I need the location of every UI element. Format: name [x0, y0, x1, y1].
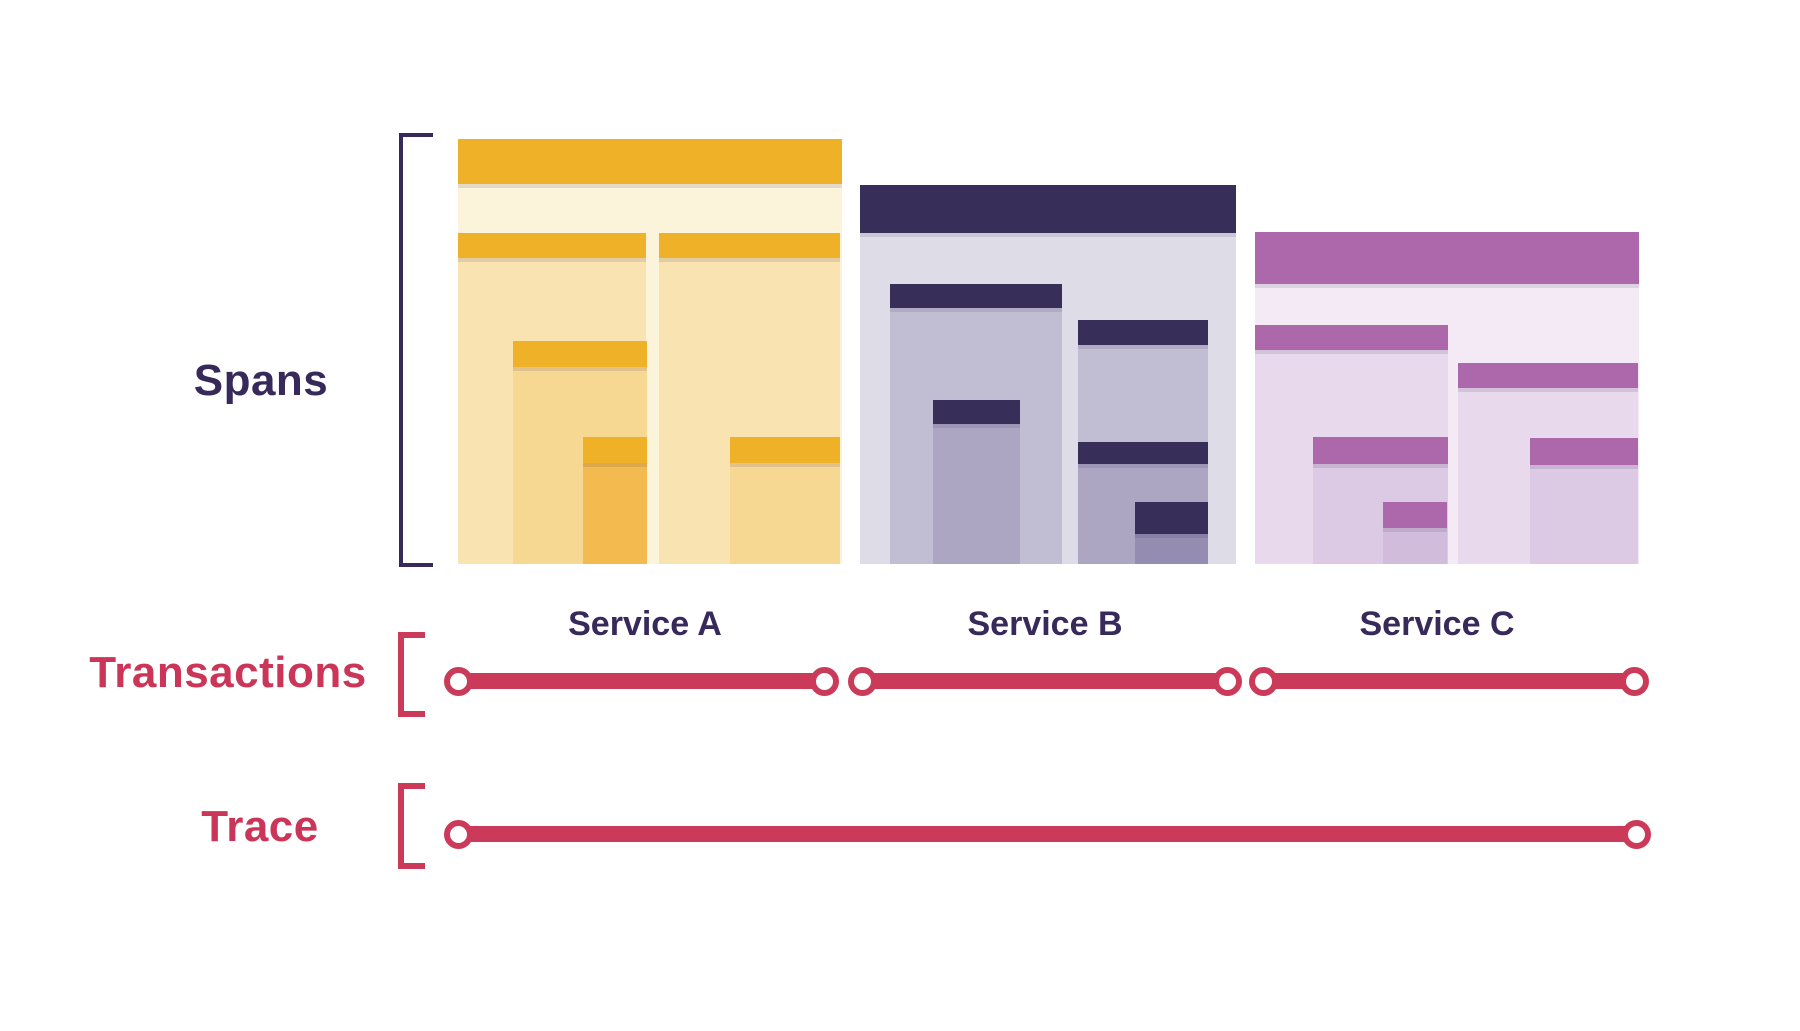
service-a-span-bar — [730, 437, 840, 463]
service-b-span-bar — [1078, 320, 1208, 345]
service-b-span-body — [1135, 534, 1208, 564]
service-a-label: Service A — [568, 605, 722, 643]
transaction-endpoint-circle — [1212, 666, 1242, 696]
trace-line — [458, 826, 1636, 842]
service-c-span-bar — [1530, 438, 1638, 465]
service-c-span-bar — [1313, 437, 1448, 464]
service-b-span-body — [933, 424, 1020, 564]
transaction-line — [458, 673, 824, 689]
service-b-label: Service B — [967, 605, 1123, 643]
service-a-span-body — [583, 463, 647, 564]
transaction-endpoint-circle — [1619, 666, 1649, 696]
transaction-line — [1263, 673, 1634, 689]
service-c-span-bar — [1255, 232, 1639, 284]
trace-endpoint-circle — [443, 819, 473, 849]
service-b-span-bar — [1135, 502, 1208, 534]
transaction-endpoint-circle — [443, 666, 473, 696]
transactions-label: Transactions — [89, 648, 367, 697]
service-b-span-bar — [933, 400, 1020, 424]
service-a-span-body — [730, 463, 840, 564]
transaction-endpoint-circle — [809, 666, 839, 696]
service-b-span-bar — [860, 185, 1236, 233]
spans-label: Spans — [193, 356, 329, 405]
service-b-span-bar — [890, 284, 1062, 308]
spans-bracket — [399, 133, 433, 567]
service-a-span-bar — [458, 139, 842, 184]
service-b-span-bar — [1078, 442, 1208, 464]
service-c-span-bar — [1383, 502, 1447, 528]
transaction-line — [862, 673, 1227, 689]
transactions-bracket — [398, 632, 425, 717]
service-a-span-bar — [458, 233, 646, 258]
service-a-span-bar — [513, 341, 647, 367]
trace-label: Trace — [201, 802, 319, 851]
service-c-span-body — [1383, 528, 1447, 564]
service-c-span-body — [1530, 465, 1638, 564]
transaction-endpoint-circle — [1248, 666, 1278, 696]
service-a-span-bar — [583, 437, 647, 463]
service-c-label: Service C — [1359, 605, 1515, 643]
service-c-span-bar — [1255, 325, 1448, 350]
transaction-endpoint-circle — [847, 666, 877, 696]
service-c-span-bar — [1458, 363, 1638, 388]
service-a-span-bar — [659, 233, 840, 258]
trace-endpoint-circle — [1621, 819, 1651, 849]
trace-bracket — [398, 783, 425, 869]
